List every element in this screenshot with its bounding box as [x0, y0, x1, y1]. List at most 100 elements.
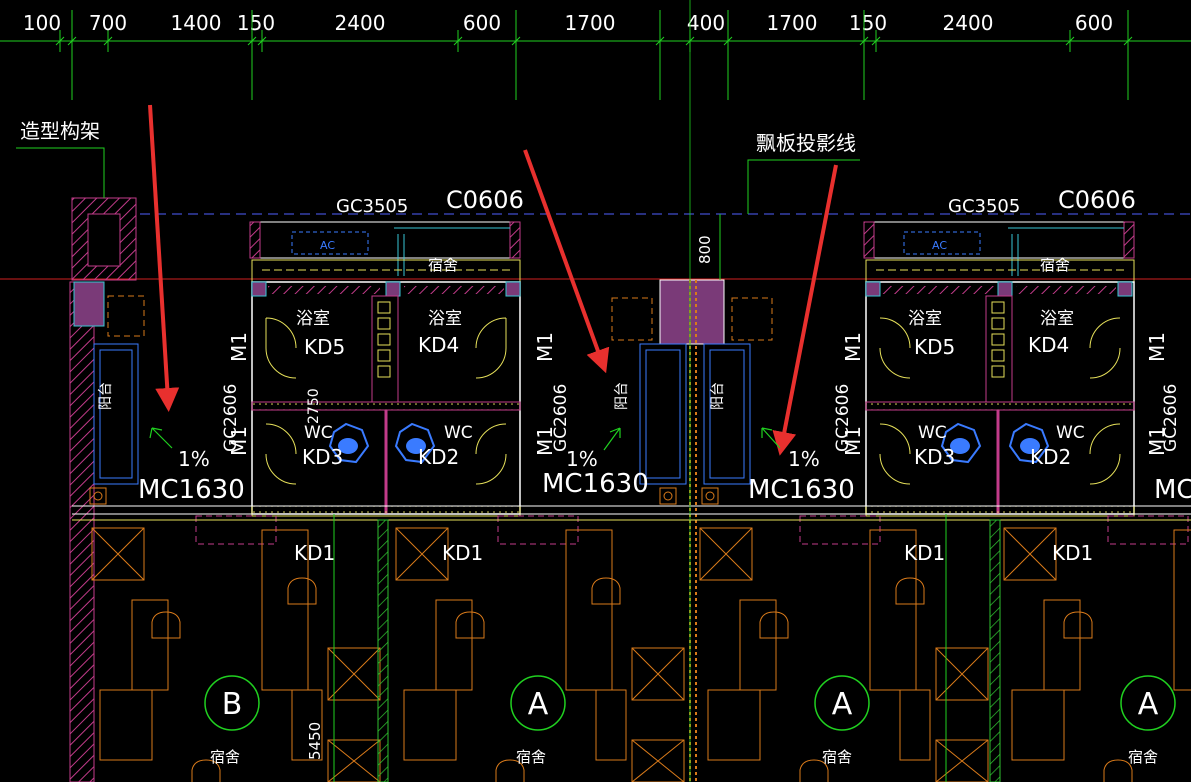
label-slope-1: 1%	[178, 447, 210, 471]
wardrobe-cross	[631, 647, 685, 701]
label-kd3-2: KD3	[914, 445, 955, 469]
balconies	[93, 343, 751, 485]
bed	[1173, 529, 1191, 691]
dimension-slash	[257, 36, 267, 46]
label-m1-5: M1	[841, 332, 865, 362]
wardrobe	[91, 527, 145, 581]
chair	[895, 577, 925, 605]
desk	[899, 689, 931, 761]
label-kd1-2: KD1	[442, 541, 483, 565]
label-m1-6: M1	[841, 426, 865, 456]
chair	[799, 759, 829, 782]
bed	[1011, 689, 1065, 761]
arrow-frame	[148, 104, 180, 412]
axis-bubble	[204, 675, 260, 731]
label-kd2-2: KD2	[1030, 445, 1071, 469]
label-c0606-left: C0606	[446, 186, 524, 214]
wardrobe	[631, 739, 685, 782]
desk	[1043, 599, 1081, 691]
label-m1-7: M1	[1145, 332, 1169, 362]
axis-bubble	[510, 675, 566, 731]
label-m1-1: M1	[227, 332, 251, 362]
label-kd1-1: KD1	[294, 541, 335, 565]
arrow-canopy	[772, 164, 838, 456]
label-gc2606-4: GC2606	[1161, 384, 1181, 452]
central-column	[611, 214, 773, 782]
label-wc-1: WC	[304, 423, 333, 443]
bed	[261, 529, 309, 691]
wardrobe	[699, 527, 753, 581]
chair	[455, 611, 485, 639]
bed	[707, 689, 761, 761]
label-gc2606-2: GC2606	[551, 384, 571, 452]
bed	[565, 529, 613, 691]
wardrobe-cross	[1003, 527, 1057, 581]
label-wc-3: WC	[918, 423, 947, 443]
label-m1-2: M1	[227, 426, 251, 456]
unit-module-right	[799, 221, 1189, 545]
desk	[435, 599, 473, 691]
label-balcony-3: 阳台	[710, 382, 726, 410]
label-gc3505-right: GC3505	[948, 196, 1020, 217]
slope-arrows	[149, 427, 781, 451]
dimension-slash	[103, 36, 113, 46]
label-bath-1: 浴室	[296, 309, 330, 329]
dimension-slash	[871, 36, 881, 46]
label-m1-3: M1	[533, 332, 557, 362]
label-mc-partial: MC	[1154, 475, 1191, 505]
label-kd5-1: KD5	[304, 335, 345, 359]
dimension-slash	[55, 36, 65, 46]
grid-lines-vertical	[71, 0, 1129, 782]
bed	[869, 529, 917, 691]
chair	[591, 577, 621, 605]
label-c0606-right: C0606	[1058, 186, 1136, 214]
label-gc2606-1: GC2606	[221, 384, 241, 452]
dimension-label: 600	[463, 11, 501, 35]
dimension-label: 600	[1075, 11, 1113, 35]
dorm-furniture	[91, 527, 1191, 782]
callout-canopy-label: 飘板投影线	[756, 131, 856, 155]
dimension-label: 100	[23, 11, 61, 35]
label-kd1-4: KD1	[1052, 541, 1093, 565]
wardrobe-cross	[395, 527, 449, 581]
label-kd2-1: KD2	[418, 445, 459, 469]
label-kd4-2: KD4	[1028, 333, 1069, 357]
dimension-slash	[453, 36, 463, 46]
label-dorm-bottom-3: 宿舍	[822, 748, 852, 766]
chair	[1103, 759, 1133, 782]
bed	[99, 689, 153, 761]
wardrobe	[631, 647, 685, 701]
label-slope-2: 1%	[566, 447, 598, 471]
desk	[739, 599, 777, 691]
arrow-balcony	[523, 149, 610, 374]
desk	[131, 599, 169, 691]
label-mc1630-3: MC1630	[748, 475, 855, 505]
decorative-frame-column	[69, 197, 145, 782]
chair	[151, 611, 181, 639]
label-balcony-2: 阳台	[614, 382, 630, 410]
label-wc-2: WC	[444, 423, 473, 443]
label-dorm-bottom-1: 宿舍	[210, 748, 240, 766]
dorm-partitions	[333, 514, 1001, 782]
wardrobe	[1003, 527, 1057, 581]
label-dorm-bottom-4: 宿舍	[1128, 748, 1158, 766]
balcony-floor-lines	[72, 505, 1191, 521]
desk	[595, 689, 627, 761]
axis-bubble	[814, 675, 870, 731]
label-balcony-1: 阳台	[98, 382, 114, 410]
dimension-label: 1700	[767, 11, 818, 35]
label-bath-4: 浴室	[1040, 309, 1074, 329]
callout-leaders	[16, 147, 860, 214]
desk	[291, 689, 323, 761]
label-wc-4: WC	[1056, 423, 1085, 443]
axis-bubble-label: A	[1138, 687, 1159, 722]
wardrobe-cross	[91, 527, 145, 581]
label-gc3505-left: GC3505	[336, 196, 408, 217]
label-dorm-top-right: 宿舍	[1040, 256, 1070, 274]
callout-frame-label: 造型构架	[20, 119, 100, 143]
chair	[495, 759, 525, 782]
chair	[1063, 611, 1093, 639]
label-kd5-2: KD5	[914, 335, 955, 359]
